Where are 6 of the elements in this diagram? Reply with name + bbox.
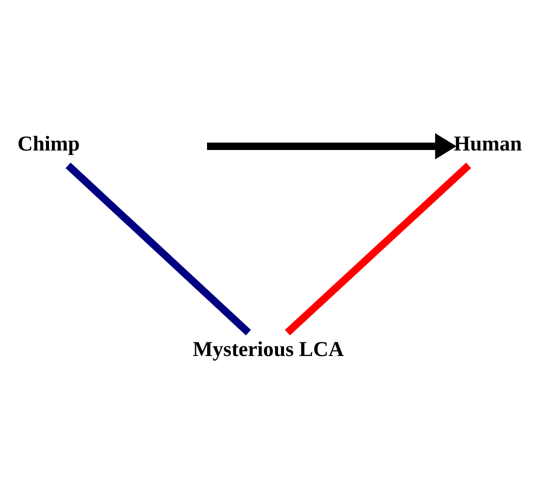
- node-text: Chimp: [17, 131, 80, 156]
- node-text: Human: [454, 131, 522, 156]
- connector: [284, 162, 472, 335]
- arrow: [207, 132, 456, 159]
- node-text: Mysterious LCA: [192, 336, 344, 360]
- connector: [66, 162, 251, 335]
